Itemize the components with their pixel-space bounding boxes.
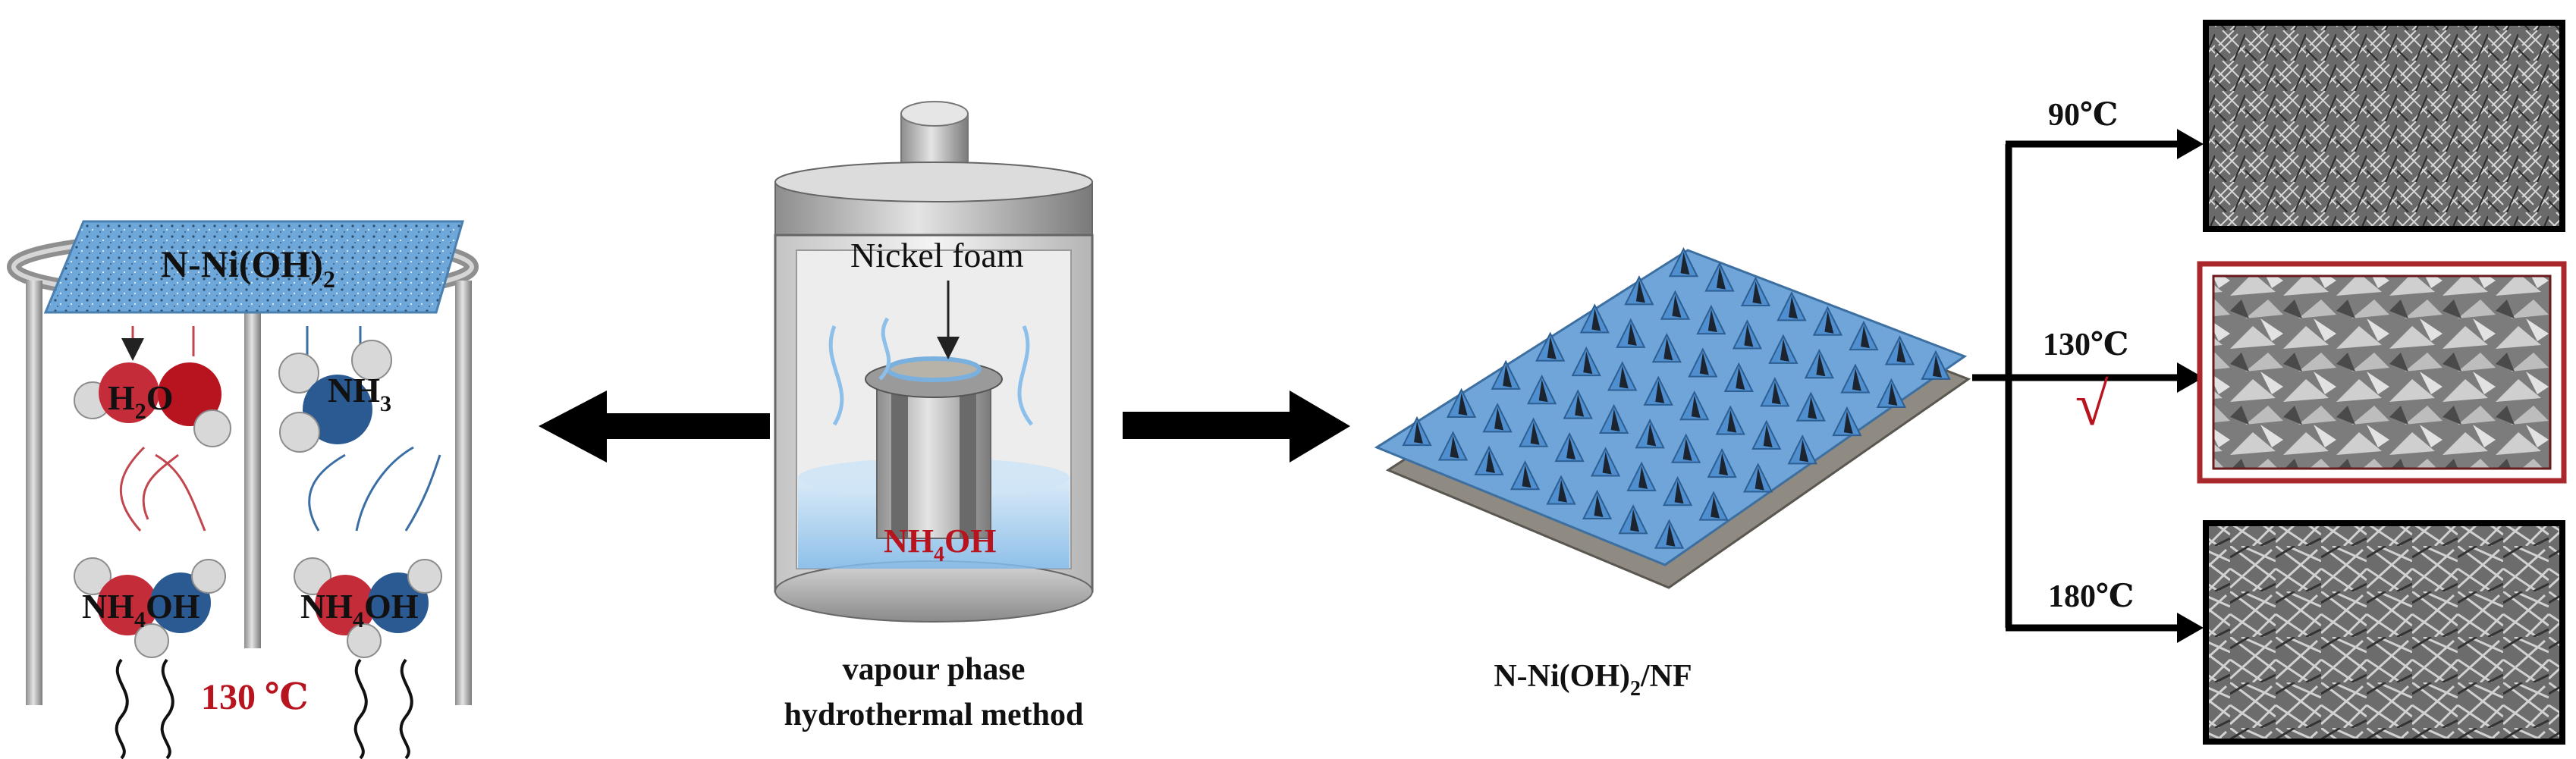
method-caption-line2: hydrothermal method — [784, 698, 1084, 732]
nickel-foam-label: Nickel foam — [850, 236, 1024, 274]
nanosheet-shadow — [1450, 435, 1459, 459]
nh3-molecule: NH3 — [278, 340, 392, 453]
nanosheet-shadow — [1932, 354, 1942, 378]
nanosheet-shadow — [1663, 337, 1673, 361]
nanosheet-shadow — [1666, 523, 1676, 547]
product-label: N-Ni(OH)2/NF — [1494, 659, 1692, 701]
nanosheet-shadow — [1691, 395, 1701, 419]
nanosheet-shadow — [1763, 424, 1773, 447]
nanosheet-shadow — [1860, 325, 1870, 349]
temp-180-label: 180℃ — [2048, 579, 2134, 614]
nanosheet-shadow — [1808, 396, 1817, 419]
nanosheet-shadow — [1674, 481, 1684, 504]
nanosheet-shadow — [1744, 324, 1754, 347]
svg-text:NH3: NH3 — [328, 371, 391, 416]
nanosheet-shadow — [1682, 438, 1692, 461]
sem-image-90 — [2203, 20, 2565, 232]
nanosheet-shadow — [1888, 383, 1898, 406]
nanosheet-shadow — [1655, 380, 1665, 403]
n-nioh2-plate — [43, 220, 464, 314]
nanosheet-shadow — [1538, 379, 1548, 403]
right-arrow — [1123, 390, 1350, 463]
nanosheet-shadow — [1707, 309, 1717, 333]
sem-image-130 — [2197, 261, 2567, 484]
nanosheet-shadow — [1591, 308, 1601, 331]
nanosheet-shadow — [1727, 409, 1737, 433]
nanosheet-shadow — [1610, 408, 1620, 431]
nanosheet-shadow — [1843, 411, 1853, 434]
nanosheet-array — [1402, 247, 1951, 549]
nanosheet-shadow — [1566, 437, 1576, 460]
nanosheet-shadow — [1558, 479, 1568, 503]
nanosheet-shadow — [1711, 495, 1720, 519]
nanosheet-shadow — [1799, 439, 1809, 463]
h2o-molecule: H2O — [74, 362, 231, 447]
nanosheet-shadow — [1627, 322, 1637, 346]
support-leg — [455, 281, 472, 705]
nanosheet-shadow — [1752, 281, 1762, 305]
nanosheet-shadow — [1816, 353, 1826, 377]
svg-text:NH4OH: NH4OH — [300, 587, 419, 632]
sem-image-180 — [2203, 520, 2565, 745]
svg-text:H2O: H2O — [108, 378, 174, 424]
nanosheet-shadow — [1583, 351, 1593, 375]
nanosheet-shadow — [1771, 381, 1781, 405]
support-leg — [244, 300, 261, 648]
vapor-swirls — [828, 317, 1033, 426]
nanosheet-shadow — [1494, 407, 1504, 431]
plate-label: N-Ni(OH)2 — [161, 243, 335, 293]
vapor-arrows-blue — [306, 326, 441, 532]
nanosheet-shadow — [1780, 338, 1789, 362]
nanosheet-shadow — [1736, 367, 1745, 390]
solution-label: NH4OH — [884, 522, 996, 566]
nanosheet-shadow — [1852, 368, 1861, 391]
nanosheet-shadow — [1824, 310, 1834, 334]
svg-text:NH4OH: NH4OH — [82, 587, 200, 632]
left-arrow — [539, 390, 770, 463]
nanosheet-shadow — [1503, 364, 1513, 387]
nanosheet-shadow — [1896, 340, 1906, 363]
nanosheet-shadow — [1530, 422, 1540, 445]
method-caption-line1: vapour phase — [843, 652, 1026, 687]
nanosheet-shadow — [1522, 465, 1531, 488]
support-leg — [26, 281, 42, 705]
nanosheet-shadow — [1788, 296, 1798, 319]
nanosheet-shadow — [1699, 352, 1709, 375]
product-foam — [1374, 247, 1971, 589]
nh4oh-molecule: NH4OH — [74, 557, 226, 658]
nanosheet-shadow — [1755, 467, 1764, 491]
vapour-reactor-panel: N-Ni(OH)2 H2O — [7, 220, 479, 759]
nanosheet-shadow — [1716, 266, 1726, 290]
nanosheet-shadow — [1630, 509, 1640, 532]
branch-arrowheads — [2177, 129, 2204, 643]
nanosheet-shadow — [1638, 466, 1648, 489]
nanosheet-shadow — [1719, 453, 1729, 476]
nanosheet-shadow — [1672, 294, 1682, 318]
nanosheet-shadow — [1635, 280, 1645, 303]
autoclave: Nickel foam NH4OH — [774, 101, 1094, 623]
nanosheet-shadow — [1647, 423, 1657, 447]
nanosheet-shadow — [1458, 392, 1468, 416]
nanosheet-shadow — [1575, 394, 1585, 417]
vapor-arrows-red — [119, 326, 206, 532]
nh4oh-molecule: NH4OH — [294, 557, 442, 658]
temp-90-label: 90℃ — [2048, 98, 2118, 133]
selected-checkmark: √ — [2075, 372, 2109, 438]
nanosheet-shadow — [1619, 365, 1629, 389]
heat-waves — [115, 658, 413, 759]
temperature-label: 130 ℃ — [201, 677, 309, 717]
nanosheet-shadow — [1486, 450, 1496, 473]
nanosheet-shadow — [1594, 494, 1604, 517]
branch-connector — [1972, 140, 2188, 632]
nanosheet-shadow — [1547, 336, 1557, 359]
nickel-foam-sample — [886, 356, 982, 382]
nanosheet-shadow — [1680, 252, 1690, 275]
temp-130-label: 130℃ — [2043, 328, 2128, 362]
nanosheet-shadow — [1414, 421, 1424, 444]
nanosheet-shadow — [1602, 451, 1612, 475]
